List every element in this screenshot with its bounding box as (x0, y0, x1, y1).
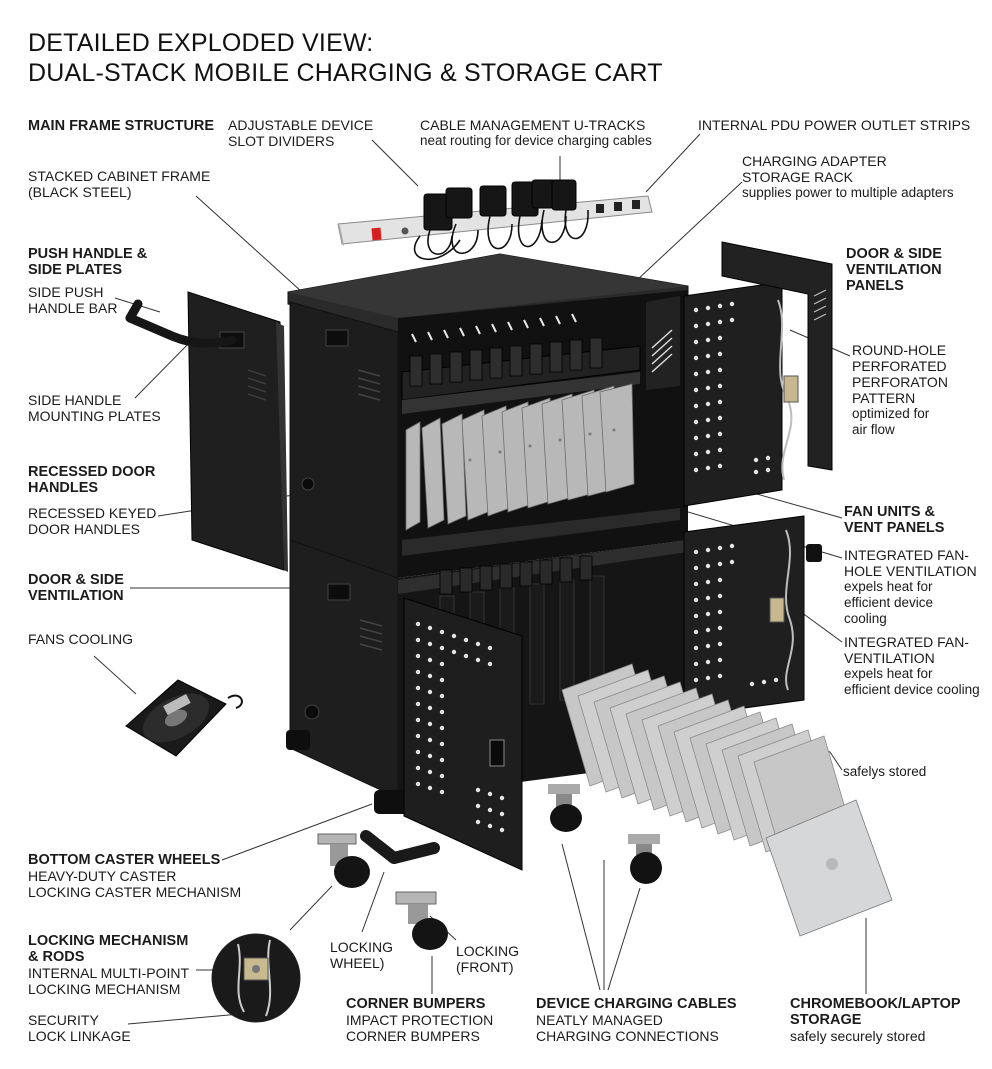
label-dividers: ADJUSTABLE DEVICE SLOT DIVIDERS (228, 117, 374, 149)
leader-stacked (195, 195, 303, 293)
label-recessed-keyed: RECESSED KEYED DOOR HANDLES (28, 505, 157, 537)
label-safely-stored: safelys stored (843, 764, 927, 779)
label-locking-front: LOCKING (FRONT) (456, 943, 520, 975)
label-door-side-panels: DOOR & SIDE VENTILATION PANELS (846, 246, 942, 294)
label-push-handle: PUSH HANDLE & SIDE PLATES (28, 246, 148, 278)
label-locking-mechanism: LOCKING MECHANISM & RODS INTERNAL MULTI-… (28, 933, 190, 997)
label-corner-bumpers: CORNER BUMPERS IMPACT PROTECTION CORNER … (346, 996, 494, 1044)
title-line-1: DETAILED EXPLODED VIEW: (28, 29, 374, 57)
title-line-2: DUAL-STACK MOBILE CHARGING & STORAGE CAR… (28, 59, 663, 87)
label-chromebook-storage: CHROMEBOOK/LAPTOP STORAGE safely securel… (790, 996, 961, 1044)
lower-front-door (403, 597, 523, 871)
label-utracks: CABLE MANAGEMENT U-TRACKS neat routing f… (420, 117, 652, 148)
label-fans-cooling: FANS COOLING (28, 631, 134, 647)
label-stacked-frame: STACKED CABINET FRAME (BLACK STEEL) (28, 168, 211, 200)
leader-side-mount (134, 335, 197, 399)
lower-right-door (683, 515, 822, 717)
leader-security (127, 1013, 241, 1025)
label-fan-units: FAN UNITS & VENT PANELS (844, 504, 945, 536)
label-security-linkage: SECURITY LOCK LINKAGE (28, 1012, 131, 1044)
diagram-title: DETAILED EXPLODED VIEW: DUAL-STACK MOBIL… (28, 28, 663, 88)
caster-wheels (317, 784, 662, 950)
leader-fans (93, 655, 137, 695)
label-recessed-handles: RECESSED DOOR HANDLES (28, 464, 156, 496)
label-charging-cables: DEVICE CHARGING CABLES NEATLY MANAGED CH… (536, 996, 737, 1044)
label-side-push-bar: SIDE PUSH HANDLE BAR (28, 284, 118, 316)
leader-pdu (645, 133, 701, 193)
leader-cables-c (607, 887, 641, 991)
slot-dividers (405, 383, 635, 531)
bumper-bar (360, 830, 440, 864)
upper-right-door (683, 241, 833, 507)
leader-cables-a (561, 843, 601, 991)
label-adapter-rack: CHARGING ADAPTER STORAGE RACK supplies p… (742, 153, 954, 200)
caster-exploded (317, 833, 448, 950)
laptop-stack (561, 663, 893, 937)
cooling-fan (125, 679, 243, 757)
label-caster-wheels: BOTTOM CASTER WHEELS HEAVY-DUTY CASTER L… (28, 852, 242, 900)
leader-caster (221, 803, 373, 861)
pdu-power-strip (337, 179, 653, 261)
leader-locking-mech (289, 885, 333, 931)
leader-lwheel (361, 871, 385, 933)
label-fanhole-ventilation: INTEGRATED FAN- HOLE VENTILATION expels … (844, 547, 977, 626)
side-plate-and-handle (125, 291, 288, 572)
upper-cabinet (287, 253, 689, 579)
label-locking-wheel: LOCKING WHEEL) (330, 939, 394, 971)
label-door-side-ventilation: DOOR & SIDE VENTILATION (28, 572, 124, 604)
label-side-mount-plates: SIDE HANDLE MOUNTING PLATES (28, 392, 161, 424)
label-fan-ventilation: INTEGRATED FAN- VENTILATION expels heat … (844, 634, 980, 697)
lock-inset (211, 933, 301, 1023)
leader-dividers (371, 139, 419, 187)
caster-under-cart (548, 784, 662, 884)
label-main-frame: MAIN FRAME STRUCTURE (28, 118, 215, 134)
label-pdu: INTERNAL PDU POWER OUTLET STRIPS (698, 117, 971, 133)
label-round-hole: ROUND-HOLE PERFORATED PERFORATON PATTERN… (852, 342, 948, 437)
